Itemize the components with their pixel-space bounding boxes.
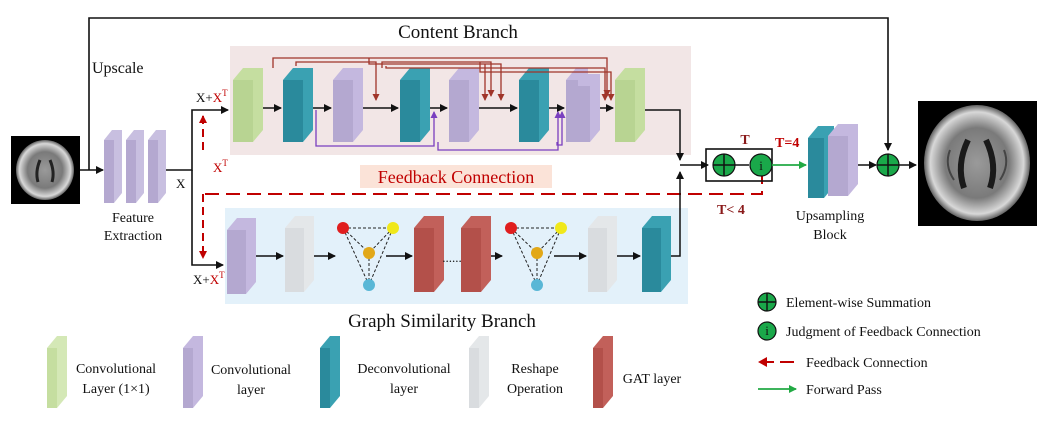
t-less-4-label: T< 4 [717, 203, 745, 218]
feedback-connection-title: Feedback Connection [378, 167, 534, 187]
content-dense-connections [272, 57, 615, 101]
upsampling-label-1: Upsampling [796, 209, 864, 224]
split-path [166, 106, 229, 171]
output-mri-image [918, 101, 1037, 226]
legend-judgment-label: Judgment of Feedback Connection [786, 325, 981, 340]
svg-text:i: i [759, 158, 763, 173]
content-purple-connections [315, 110, 566, 151]
svg-text:GAT layer: GAT layer [623, 372, 682, 387]
graph-branch-layers [227, 216, 671, 294]
sum-node-icon [712, 153, 736, 177]
svg-text:Convolutional: Convolutional [211, 363, 291, 378]
graph-forward-arrows [256, 171, 684, 260]
svg-text:i: i [765, 323, 769, 338]
legend-sum-label: Element-wise Summation [786, 296, 931, 311]
gat-ellipsis: ...... [442, 250, 462, 265]
graph-node-red [337, 222, 349, 234]
graph-node-yellow [555, 222, 567, 234]
t-label: T [740, 133, 750, 148]
legend-gat: GAT layer [593, 336, 682, 408]
feature-extraction-blocks [104, 130, 166, 203]
legend-feedback-label: Feedback Connection [806, 356, 928, 371]
upscale-label: Upscale [92, 60, 144, 77]
content-forward-arrows [263, 104, 684, 161]
graph-node-blue [363, 279, 375, 291]
graph-node-red [505, 222, 517, 234]
svg-text:Layer (1×1): Layer (1×1) [82, 382, 150, 397]
legend-sum-icon [757, 292, 777, 312]
graph-node-orange [531, 247, 543, 259]
legend-judgment-icon: i [757, 321, 777, 341]
svg-text:layer: layer [237, 383, 265, 398]
legend-reshape: Reshape Operation [469, 336, 563, 408]
graph-node-blue [531, 279, 543, 291]
split-path-down [191, 170, 224, 269]
graph-node-cluster-2 [505, 222, 567, 291]
x-label: X [176, 176, 186, 191]
upsampling-label-2: Block [813, 228, 846, 243]
input-mri-image [11, 136, 80, 204]
content-branch-layers [233, 68, 645, 142]
feature-extraction-label-1: Feature [112, 211, 154, 226]
svg-text:layer: layer [390, 382, 418, 397]
feedback-dashed-path [203, 170, 763, 195]
graph-node-cluster-1 [337, 222, 399, 291]
legend-right: Element-wise Summation i Judgment of Fee… [757, 292, 981, 398]
graph-node-yellow [387, 222, 399, 234]
x-plus-xt-bottom: X+XT [193, 270, 225, 287]
legend-feedback-icon [758, 357, 800, 367]
legend-forward-label: Forward Pass [806, 383, 882, 398]
svg-text:Convolutional: Convolutional [76, 362, 156, 377]
feedback-label-bg [360, 165, 552, 188]
legend-conv1x1: Convolutional Layer (1×1) [47, 336, 156, 408]
content-branch-title: Content Branch [398, 22, 518, 43]
x-plus-xt-top: X+XT [196, 88, 228, 105]
graph-node-orange [363, 247, 375, 259]
graph-branch-title: Graph Similarity Branch [348, 311, 536, 332]
xt-label: XT [213, 158, 228, 175]
t-eq-4-label: T=4 [775, 136, 799, 151]
svg-text:Operation: Operation [507, 382, 563, 397]
feature-extraction-label-2: Extraction [104, 229, 162, 244]
upsampling-block [808, 124, 858, 198]
upscale-path [88, 17, 892, 170]
svg-text:Deconvolutional: Deconvolutional [357, 362, 450, 377]
legend-bottom: Convolutional Layer (1×1) Convolutional … [47, 336, 682, 408]
legend-conv: Convolutional layer [183, 336, 291, 408]
legend-deconv: Deconvolutional layer [320, 336, 451, 408]
final-sum-icon [876, 153, 900, 177]
svg-text:Reshape: Reshape [511, 362, 558, 377]
judgment-node-icon: i [749, 153, 773, 177]
